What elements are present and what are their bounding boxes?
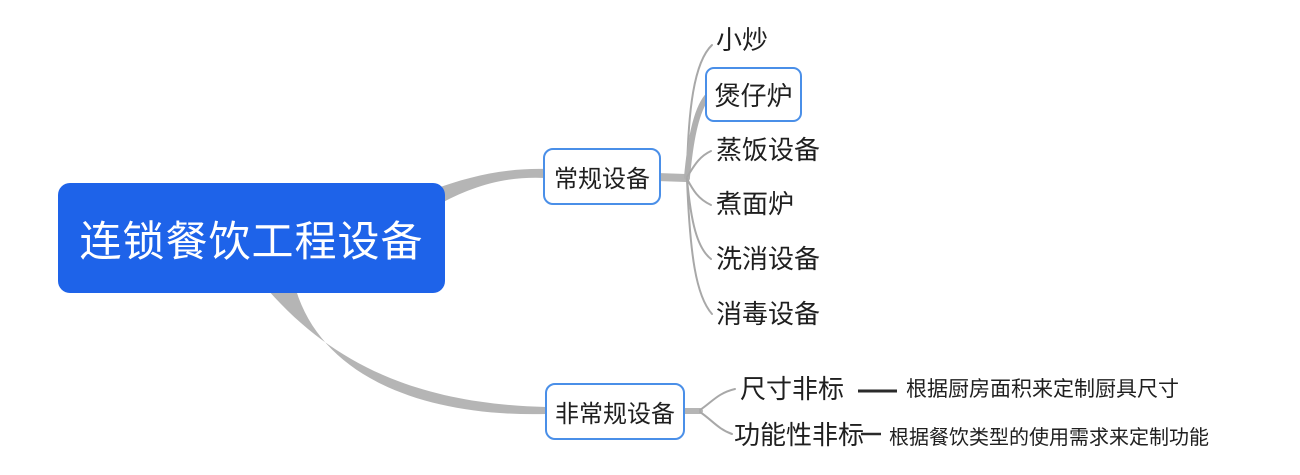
leaf-node-chicun[interactable]: 尺寸非标 <box>740 374 845 404</box>
connector-root-to-regular <box>432 168 546 206</box>
leaf-node-gongneng[interactable]: 功能性非标 <box>734 420 865 450</box>
note-gongneng[interactable]: 根据餐饮类型的使用需求来定制功能 <box>889 427 1209 449</box>
connector-regular-to-zhengfan <box>686 150 712 178</box>
branch-node-regular[interactable]: 常规设备 <box>543 148 661 205</box>
root-node[interactable]: 连锁餐饮工程设备 <box>58 183 445 293</box>
connector-regular-to-baozailu <box>684 94 710 180</box>
note-chicun[interactable]: 根据厨房面积来定制厨具尺寸 <box>906 378 1179 401</box>
leaf-node-xiaochao[interactable]: 小炒 <box>716 25 769 55</box>
connector-regular-to-xixiao <box>686 178 712 260</box>
leaf-node-xiaodu[interactable]: 消毒设备 <box>716 299 821 329</box>
leaf-node-zhumian[interactable]: 煮面炉 <box>716 189 795 219</box>
connector-regular-stub <box>653 173 690 182</box>
connector-regular-to-xiaodu <box>686 178 713 315</box>
leaf-node-xixiao[interactable]: 洗消设备 <box>716 244 821 274</box>
leaf-node-zhengfan[interactable]: 蒸饭设备 <box>716 135 821 165</box>
branch-node-nonregular[interactable]: 非常规设备 <box>545 383 685 440</box>
connector-nonregular-to-gongneng <box>699 411 733 435</box>
connector-root-to-nonregular <box>268 290 546 415</box>
leaf-node-baozailu[interactable]: 煲仔炉 <box>705 67 802 122</box>
connector-regular-to-zhumian <box>686 178 712 206</box>
connector-nonregular-to-chicun <box>699 388 736 411</box>
